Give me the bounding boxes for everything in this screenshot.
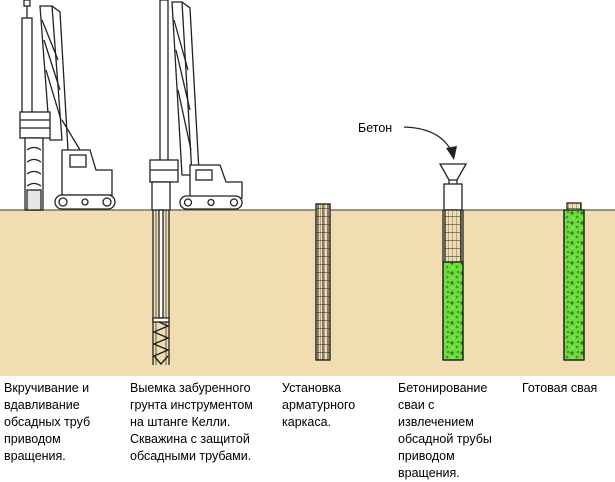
- step-4-concreting: [438, 163, 468, 361]
- step-5-finished-pile: [563, 202, 585, 361]
- step-2-rig: [149, 0, 243, 210]
- caption-step-4: Бетонирование сваи с извлечением обсадно…: [398, 381, 492, 480]
- concrete-label: Бетон: [358, 121, 393, 135]
- step-3-reinforcement-cage: [315, 203, 331, 361]
- caption-step-1: Вкручивание и вдавливание обсадных труб …: [4, 381, 91, 463]
- concrete-arrow-head: [446, 146, 457, 160]
- step-1-rig: [19, 0, 116, 211]
- concrete-arrow: [403, 126, 453, 153]
- step-2-borehole: [151, 181, 171, 366]
- caption-step-5: Готовая свая: [522, 381, 598, 395]
- caption-step-2: Выемка забуренного грунта инструментом н…: [130, 381, 253, 463]
- soil: [0, 210, 615, 376]
- caption-step-3: Установка арматурного каркаса.: [282, 381, 356, 429]
